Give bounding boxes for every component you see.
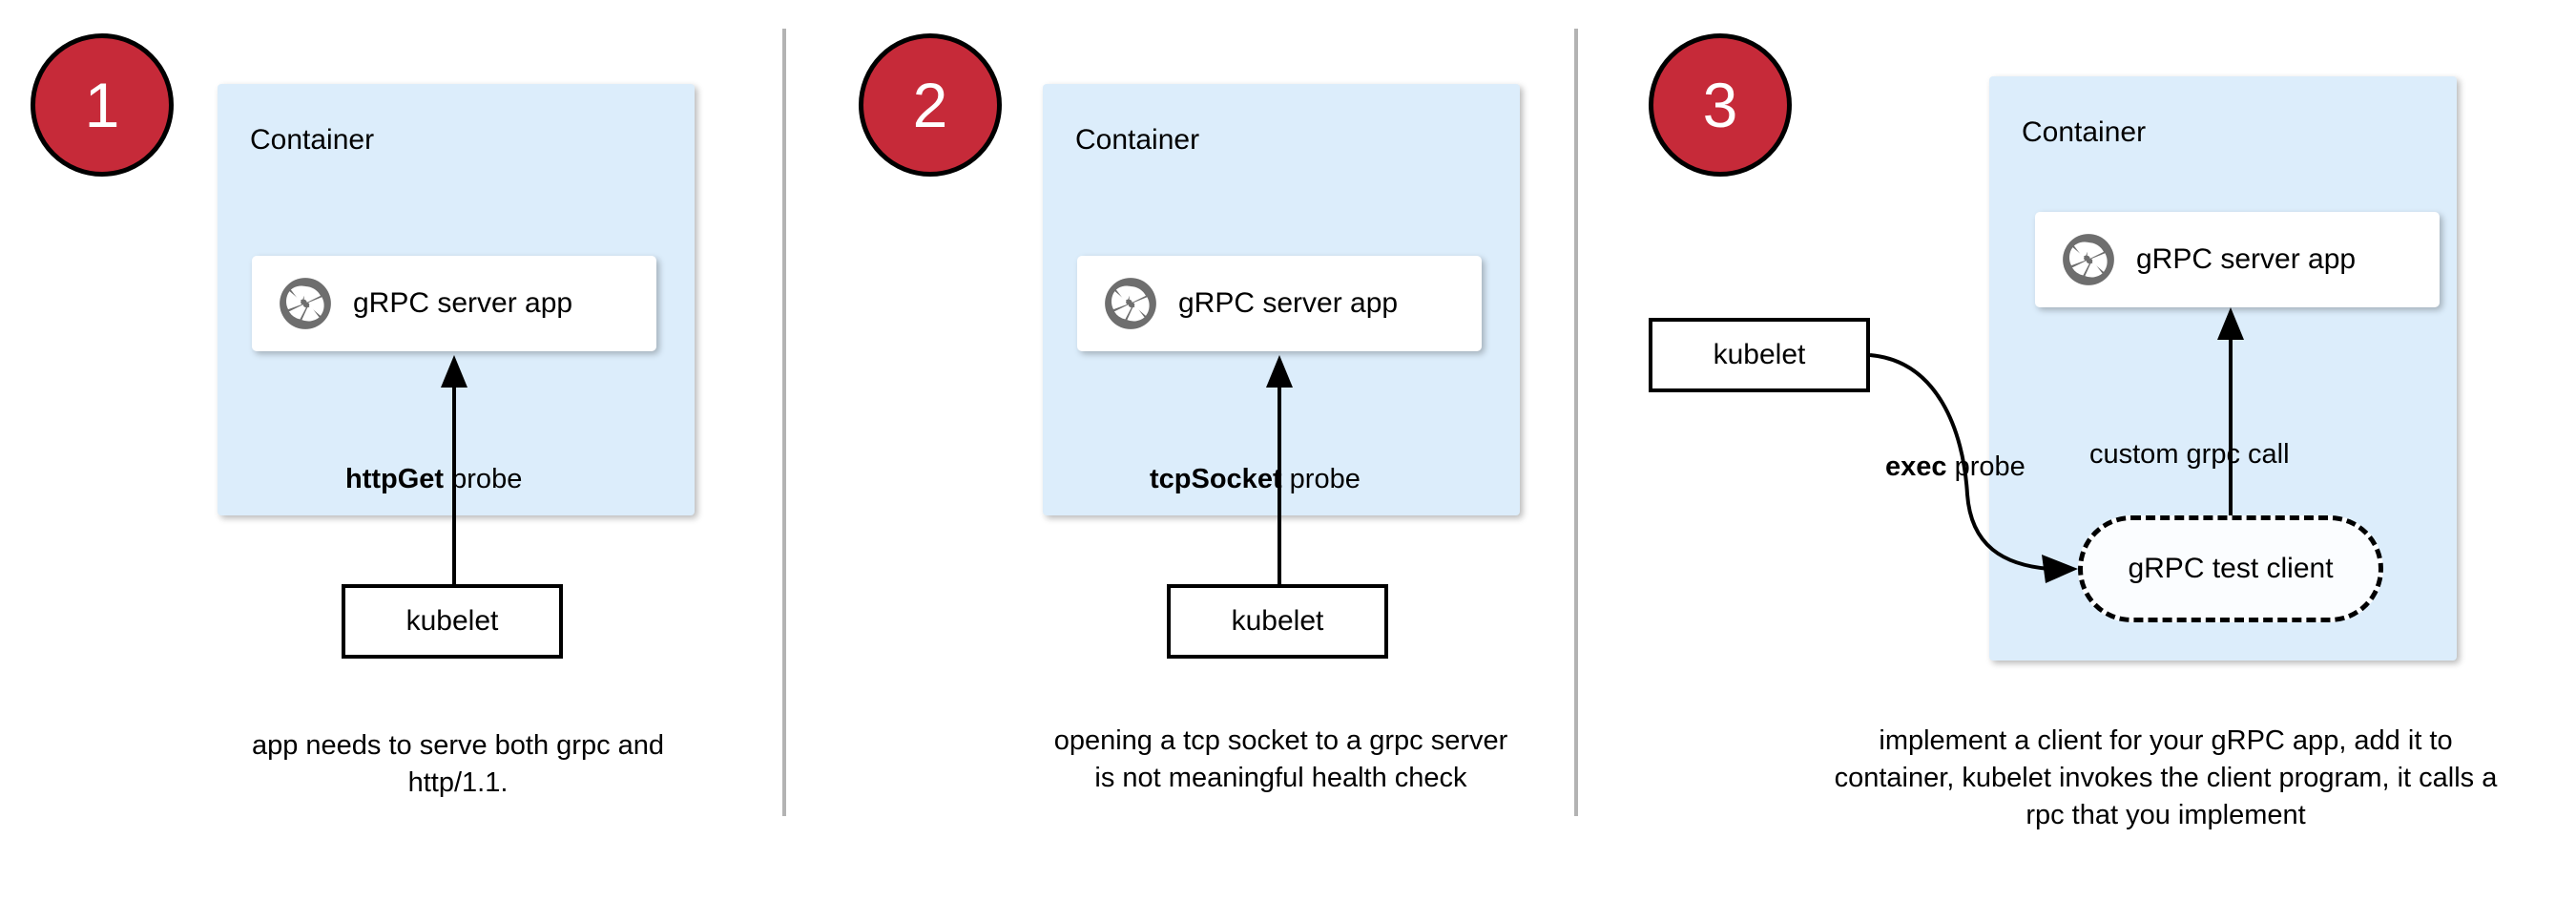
kubelet-label-3: kubelet — [1713, 339, 1806, 370]
grpc-server-app-label-1: gRPC server app — [353, 287, 573, 319]
exec-probe-label-rest: probe — [1946, 451, 2025, 482]
grpc-server-app-label-3: gRPC server app — [2136, 243, 2357, 275]
tcpsocket-probe-label-rest: probe — [1281, 464, 1361, 494]
kubelet-label-2: kubelet — [1231, 605, 1324, 637]
tcpsocket-probe-label-bold: tcpSocket — [1150, 464, 1282, 494]
httpget-probe-label: httpGet probe — [345, 464, 522, 495]
step-badge-1: 1 — [31, 33, 174, 177]
kubelet-box-1: kubelet — [342, 584, 563, 659]
kubelet-box-3: kubelet — [1649, 318, 1870, 392]
panel-divider-2 — [1574, 29, 1578, 816]
grpc-server-app-label-2: gRPC server app — [1178, 287, 1399, 319]
grpc-server-app-card-1: gRPC server app — [252, 256, 656, 351]
grpc-test-client-pill: gRPC test client — [2078, 515, 2383, 622]
panel-caption-2: opening a tcp socket to a grpc server is… — [1053, 725, 1508, 794]
step-badge-2: 2 — [859, 33, 1002, 177]
grpc-logo-icon — [279, 277, 332, 330]
container-label-2: Container — [1075, 124, 1200, 156]
grpc-test-client-label: gRPC test client — [2128, 553, 2334, 584]
container-label-3: Container — [2022, 116, 2147, 148]
grpc-logo-icon — [1104, 277, 1157, 330]
panel-caption-3: implement a client for your gRPC app, ad… — [1834, 725, 2498, 831]
grpc-server-app-card-3: gRPC server app — [2035, 212, 2440, 307]
exec-probe-label: exec probe — [1885, 451, 2025, 483]
kubelet-label-1: kubelet — [405, 605, 499, 637]
custom-grpc-call-label: custom grpc call — [2089, 439, 2290, 470]
panel-caption-1: app needs to serve both grpc and http/1.… — [251, 730, 665, 799]
container-label-1: Container — [250, 124, 375, 156]
kubelet-box-2: kubelet — [1167, 584, 1388, 659]
exec-probe-label-bold: exec — [1885, 451, 1947, 482]
grpc-server-app-card-2: gRPC server app — [1077, 256, 1482, 351]
httpget-probe-label-bold: httpGet — [345, 464, 445, 494]
panel-divider-1 — [782, 29, 786, 816]
tcpsocket-probe-label: tcpSocket probe — [1150, 464, 1361, 495]
grpc-logo-icon — [2062, 233, 2115, 286]
httpget-probe-label-rest: probe — [444, 464, 523, 494]
step-badge-3: 3 — [1649, 33, 1792, 177]
